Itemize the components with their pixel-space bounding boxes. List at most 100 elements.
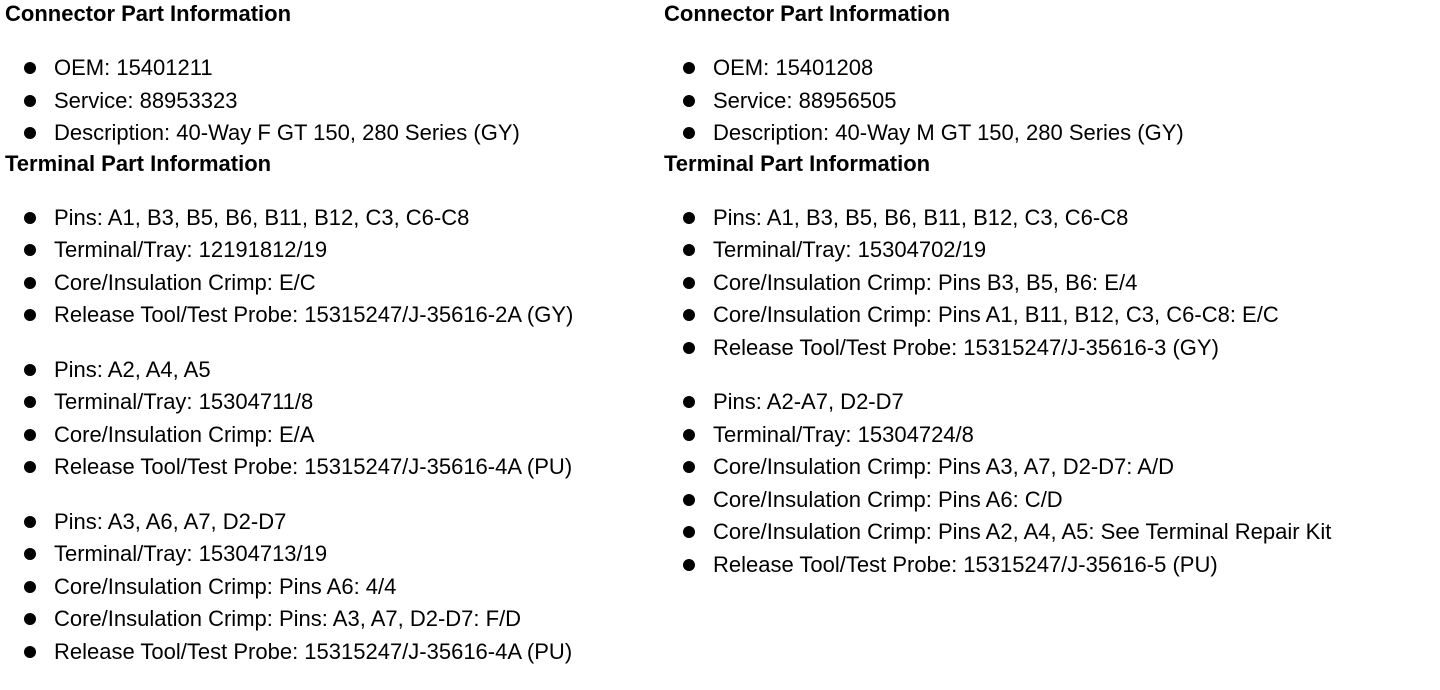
item-text: Release Tool/Test Probe: 15315247/J-3561… (713, 551, 1218, 577)
item-text: Terminal/Tray: 15304713/19 (54, 541, 328, 566)
list-item: Core/Insulation Crimp: E/C (5, 267, 655, 300)
item-text: Core/Insulation Crimp: Pins B3, B5, B6: … (713, 269, 1138, 295)
bullet-icon (24, 62, 36, 74)
list-item: Release Tool/Test Probe: 15315247/J-3561… (664, 549, 1434, 582)
bullet-icon (683, 526, 695, 538)
item-text: Description: 40-Way F GT 150, 280 Series… (54, 120, 520, 145)
terminal-heading: Terminal Part Information (664, 150, 931, 176)
bullet-icon (24, 211, 36, 224)
item-text: OEM: 15401208 (713, 55, 874, 80)
item-text: Terminal/Tray: 12191812/19 (54, 237, 328, 262)
item-text: Pins: A2, A4, A5 (54, 356, 211, 382)
list-item: Description: 40-Way M GT 150, 280 Series… (664, 117, 1434, 150)
bullet-icon (24, 613, 36, 625)
list-item: Core/Insulation Crimp: E/A (5, 419, 655, 452)
connector-section: Connector Part Information OEM: 15401211… (5, 0, 655, 150)
item-text: OEM: 15401211 (54, 55, 213, 80)
list-item: Terminal/Tray: 15304724/8 (664, 419, 1434, 452)
list-item: Core/Insulation Crimp: Pins A3, A7, D2-D… (664, 451, 1434, 484)
bullet-icon (683, 558, 695, 571)
list-item: Terminal/Tray: 15304702/19 (664, 234, 1434, 267)
bullet-icon (24, 548, 36, 560)
bullet-icon (24, 580, 36, 593)
item-text: Core/Insulation Crimp: E/A (54, 421, 315, 447)
item-text: Service: 88953323 (54, 87, 238, 113)
bullet-icon (24, 515, 36, 528)
terminal-section: Terminal Part Information Pins: A1, B3, … (5, 150, 655, 669)
list-item: Core/Insulation Crimp: Pins: A3, A7, D2-… (5, 603, 655, 636)
bullet-icon (683, 341, 695, 354)
terminal-group: Pins: A2-A7, D2-D7 Terminal/Tray: 153047… (664, 386, 1434, 581)
item-text: Service: 88956505 (713, 87, 897, 113)
item-text: Release Tool/Test Probe: 15315247/J-3561… (54, 454, 573, 479)
list-item: Service: 88953323 (5, 85, 655, 118)
list-item: Terminal/Tray: 12191812/19 (5, 234, 655, 267)
item-text: Core/Insulation Crimp: Pins: A3, A7, D2-… (54, 606, 522, 631)
bullet-icon (24, 276, 36, 289)
bullet-icon (683, 309, 695, 321)
item-text: Pins: A1, B3, B5, B6, B11, B12, C3, C6-C… (54, 204, 470, 230)
bullet-icon (24, 244, 36, 256)
bullet-icon (683, 396, 695, 408)
bullet-icon (683, 428, 695, 441)
terminal-section: Terminal Part Information Pins: A1, B3, … (664, 150, 1434, 582)
bullet-icon (683, 461, 695, 473)
bullet-icon (683, 244, 695, 256)
bullet-icon (683, 127, 695, 139)
list-item: Core/Insulation Crimp: Pins A2, A4, A5: … (664, 516, 1434, 549)
list-item: Release Tool/Test Probe: 15315247/J-3561… (5, 636, 655, 669)
terminal-group: Pins: A2, A4, A5 Terminal/Tray: 15304711… (5, 354, 655, 484)
item-text: Terminal/Tray: 15304702/19 (713, 237, 987, 262)
bullet-icon (683, 62, 695, 74)
item-text: Pins: A3, A6, A7, D2-D7 (54, 508, 287, 534)
bullet-icon (24, 428, 36, 441)
terminal-group: Pins: A3, A6, A7, D2-D7 Terminal/Tray: 1… (5, 506, 655, 669)
item-text: Core/Insulation Crimp: E/C (54, 269, 316, 295)
bullet-icon (24, 396, 36, 408)
list-item: Core/Insulation Crimp: Pins B3, B5, B6: … (664, 267, 1434, 300)
item-text: Release Tool/Test Probe: 15315247/J-3561… (54, 302, 574, 327)
right-column: Connector Part Information OEM: 15401208… (664, 0, 1434, 581)
list-item: Core/Insulation Crimp: Pins A6: C/D (664, 484, 1434, 517)
bullet-icon (683, 211, 695, 224)
item-text: Pins: A2-A7, D2-D7 (713, 389, 904, 414)
item-text: Description: 40-Way M GT 150, 280 Series… (713, 120, 1184, 145)
connector-heading: Connector Part Information (5, 1, 292, 26)
list-item: Terminal/Tray: 15304713/19 (5, 538, 655, 571)
bullet-icon (683, 276, 695, 289)
list-item: Pins: A2-A7, D2-D7 (664, 386, 1434, 419)
list-item: OEM: 15401211 (5, 52, 655, 85)
list-item: Pins: A3, A6, A7, D2-D7 (5, 506, 655, 539)
list-item: Pins: A1, B3, B5, B6, B11, B12, C3, C6-C… (5, 202, 655, 235)
bullet-icon (24, 127, 36, 139)
list-item: Terminal/Tray: 15304711/8 (5, 386, 655, 419)
connector-heading: Connector Part Information (664, 1, 951, 26)
bullet-icon (24, 645, 36, 658)
connector-section: Connector Part Information OEM: 15401208… (664, 0, 1434, 150)
item-text: Terminal/Tray: 15304711/8 (54, 389, 314, 414)
terminal-group: Pins: A1, B3, B5, B6, B11, B12, C3, C6-C… (664, 202, 1434, 365)
connector-list: OEM: 15401208 Service: 88956505 Descript… (664, 52, 1434, 150)
list-item: Release Tool/Test Probe: 15315247/J-3561… (5, 299, 655, 332)
item-text: Pins: A1, B3, B5, B6, B11, B12, C3, C6-C… (713, 204, 1129, 230)
bullet-icon (24, 363, 36, 376)
bullet-icon (24, 309, 36, 321)
list-item: Description: 40-Way F GT 150, 280 Series… (5, 117, 655, 150)
list-item: Release Tool/Test Probe: 15315247/J-3561… (664, 332, 1434, 365)
list-item: Service: 88956505 (664, 85, 1434, 118)
list-item: Release Tool/Test Probe: 15315247/J-3561… (5, 451, 655, 484)
list-item: Core/Insulation Crimp: Pins A6: 4/4 (5, 571, 655, 604)
bullet-icon (683, 493, 695, 506)
terminal-heading: Terminal Part Information (5, 150, 272, 176)
terminal-group: Pins: A1, B3, B5, B6, B11, B12, C3, C6-C… (5, 202, 655, 332)
item-text: Core/Insulation Crimp: Pins A3, A7, D2-D… (713, 454, 1174, 479)
item-text: Core/Insulation Crimp: Pins A2, A4, A5: … (713, 519, 1332, 544)
list-item: Pins: A2, A4, A5 (5, 354, 655, 387)
list-item: Core/Insulation Crimp: Pins A1, B11, B12… (664, 299, 1434, 332)
item-text: Core/Insulation Crimp: Pins A1, B11, B12… (713, 302, 1279, 327)
bullet-icon (24, 94, 36, 107)
connector-list: OEM: 15401211 Service: 88953323 Descript… (5, 52, 655, 150)
item-text: Release Tool/Test Probe: 15315247/J-3561… (54, 638, 573, 664)
bullet-icon (683, 94, 695, 107)
list-item: Pins: A1, B3, B5, B6, B11, B12, C3, C6-C… (664, 202, 1434, 235)
